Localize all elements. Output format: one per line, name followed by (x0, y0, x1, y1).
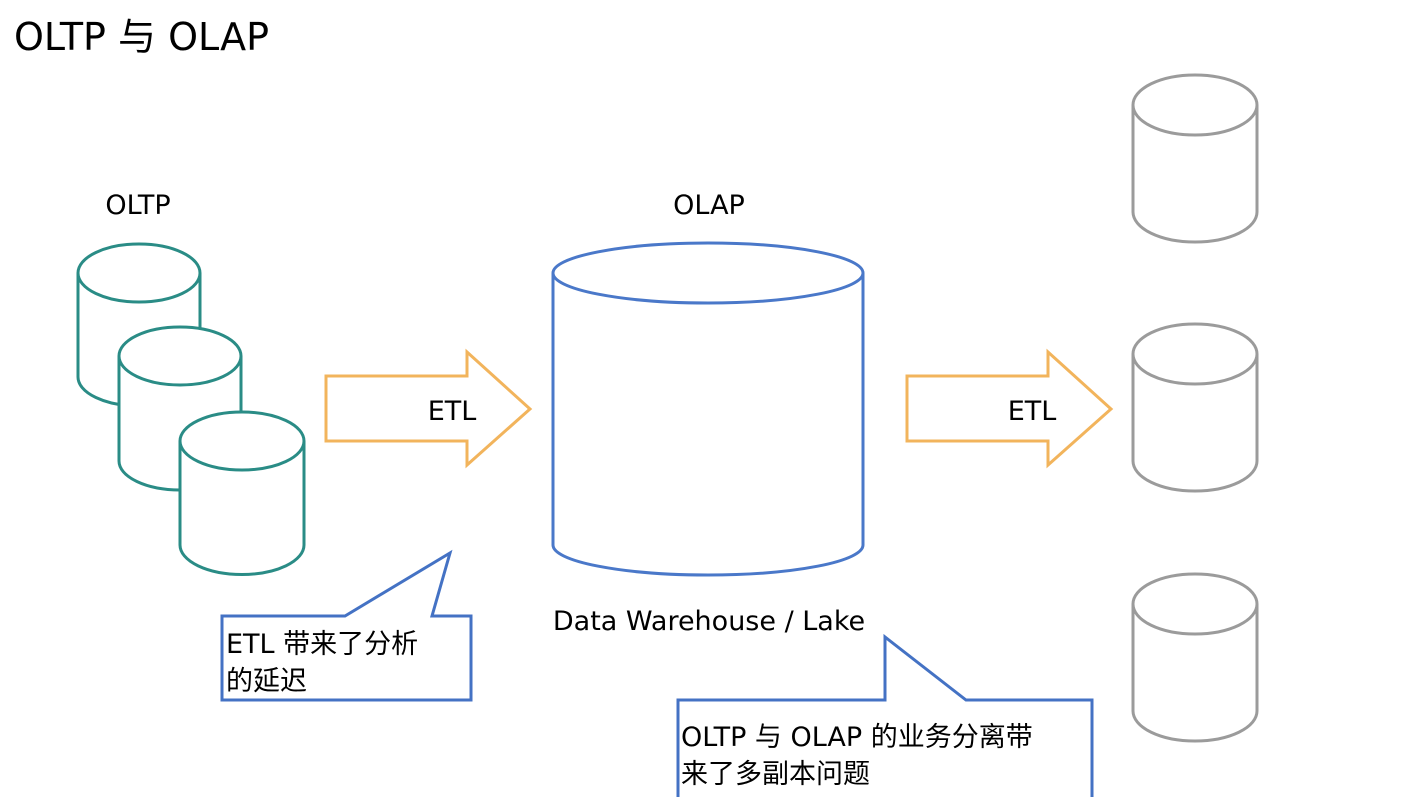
oltp-database-icon-3 (178, 410, 306, 576)
etl-arrow-right (905, 348, 1114, 469)
oltp-database-icon-2 (117, 325, 243, 492)
replica-database-icon-2 (1131, 322, 1259, 493)
oltp-label: OLTP (105, 190, 170, 221)
olap-label: OLAP (673, 190, 745, 221)
separation-callout (676, 633, 1094, 797)
data-warehouse-icon (551, 241, 865, 577)
replica-database-icon-1 (1131, 73, 1259, 244)
etl-delay-callout-line2: 的延迟 (226, 666, 307, 697)
etl-arrow-left (324, 348, 533, 469)
etl-arrow-left-label: ETL (428, 396, 477, 427)
etl-delay-callout (220, 549, 473, 702)
data-warehouse-caption: Data Warehouse / Lake (553, 606, 865, 637)
page-title: OLTP 与 OLAP (14, 15, 269, 59)
etl-arrow-right-label: ETL (1008, 396, 1057, 427)
separation-callout-line2: 来了多副本问题 (681, 759, 870, 790)
etl-delay-callout-line1: ETL 带来了分析 (226, 629, 418, 660)
replica-database-icon-3 (1131, 572, 1259, 743)
separation-callout-line1: OLTP 与 OLAP 的业务分离带 (681, 722, 1033, 753)
